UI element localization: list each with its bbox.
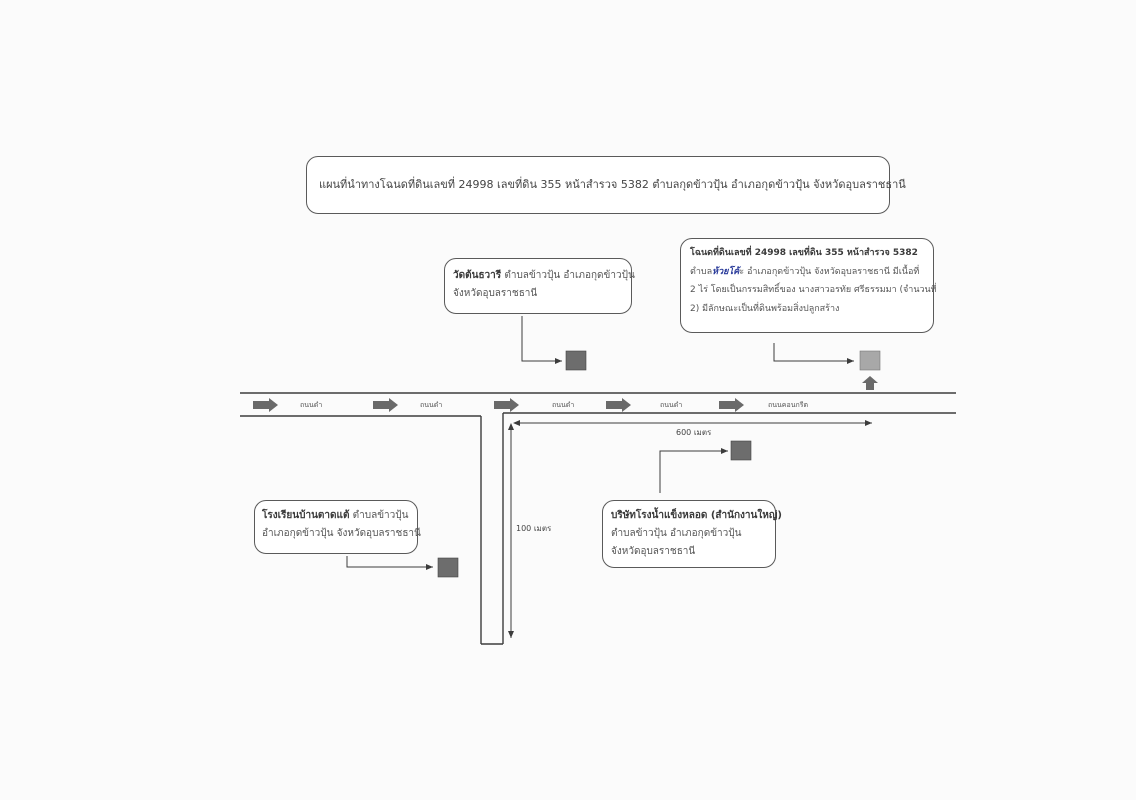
- wat-name: วัดต้นธวารี: [453, 270, 502, 281]
- parcel-up-arrow: [862, 376, 878, 390]
- parcel-info-box: โฉนดที่ดินเลขที่ 24998 เลขที่ดิน 355 หน้…: [680, 238, 937, 333]
- road-label-3: ถนนดำ: [552, 401, 575, 409]
- parcel-leader-line: [773, 343, 854, 364]
- company-name: บริษัทโรงน้ำแข็งหลอด (สำนักงานใหญ่): [611, 510, 782, 521]
- parcel-marker: [859, 350, 881, 371]
- direction-arrow-2: [373, 398, 398, 412]
- wat-address-1: ตำบลข้าวปุ้น อำเภอกุดข้าวปุ้น: [504, 270, 635, 281]
- parcel-subdistrict-prefix: ตำบล: [690, 266, 713, 277]
- wat-leader-line: [521, 316, 562, 364]
- parcel-title: โฉนดที่ดินเลขที่ 24998 เลขที่ดิน 355 หน้…: [690, 248, 918, 258]
- direction-arrow-1: [253, 398, 278, 412]
- company-address-2: จังหวัดอุบลราชธานี: [611, 546, 696, 557]
- road-label-4: ถนนดำ: [660, 401, 683, 409]
- wat-landmark-box: วัดต้นธวารี ตำบลข้าวปุ้น อำเภอกุดข้าวปุ้…: [444, 258, 635, 314]
- school-address-1: ตำบลข้าวปุ้น: [352, 510, 409, 521]
- road-label-1: ถนนดำ: [300, 401, 323, 409]
- horizontal-distance-label: 600 เมตร: [676, 428, 712, 437]
- parcel-line-4: 2) มีลักษณะเป็นที่ดินพร้อมสิ่งปลูกสร้าง: [690, 303, 840, 314]
- school-marker: [437, 557, 459, 578]
- company-leader-line: [659, 448, 728, 493]
- direction-arrow-5: [719, 398, 744, 412]
- wat-line-1: วัดต้นธวารี ตำบลข้าวปุ้น อำเภอกุดข้าวปุ้…: [453, 267, 635, 285]
- parcel-line-2-rest: ะ อำเภอกุดข้าวปุ้น จังหวัดอุบลราชธานี มี…: [739, 266, 920, 277]
- direction-arrow-3: [494, 398, 519, 412]
- parcel-line-3: 2 ไร่ โดยเป็นกรรมสิทธิ์ของ นางสาวอรทัย ศ…: [690, 285, 937, 295]
- company-address-1: ตำบลข้าวปุ้น อำเภอกุดข้าวปุ้น: [611, 528, 742, 539]
- wat-address-2: จังหวัดอุบลราชธานี: [453, 288, 538, 299]
- wat-marker: [565, 350, 587, 371]
- handwritten-subdistrict: ห้วยโค้: [712, 266, 740, 277]
- school-name: โรงเรียนบ้านตาดแต้: [262, 510, 350, 521]
- vertical-distance-label: 100 เมตร: [516, 524, 552, 533]
- parcel-line-2: ตำบลห้วยโค้ะ อำเภอกุดข้าวปุ้น จังหวัดอุบ…: [690, 263, 924, 282]
- direction-arrow-4: [606, 398, 631, 412]
- company-landmark-box: บริษัทโรงน้ำแข็งหลอด (สำนักงานใหญ่) ตำบล…: [602, 500, 782, 568]
- company-marker: [730, 440, 752, 461]
- road-label-5: ถนนคอนกรีต: [768, 401, 809, 409]
- school-line-1: โรงเรียนบ้านตาดแต้ ตำบลข้าวปุ้น: [262, 507, 410, 525]
- road-label-2: ถนนดำ: [420, 401, 443, 409]
- school-address-2: อำเภอกุดข้าวปุ้น จังหวัดอุบลราชธานี: [262, 528, 421, 539]
- map-title-box: แผนที่นำทางโฉนดที่ดินเลขที่ 24998 เลขที่…: [306, 156, 906, 214]
- school-leader-line: [346, 556, 433, 570]
- map-title: แผนที่นำทางโฉนดที่ดินเลขที่ 24998 เลขที่…: [319, 178, 906, 191]
- school-landmark-box: โรงเรียนบ้านตาดแต้ ตำบลข้าวปุ้น อำเภอกุด…: [254, 500, 421, 554]
